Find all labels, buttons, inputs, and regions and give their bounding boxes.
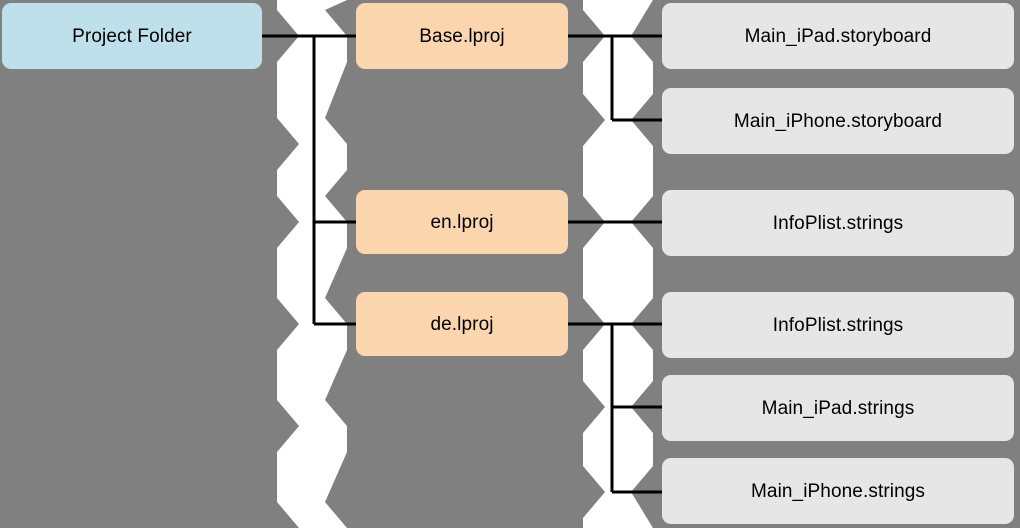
node-label: InfoPlist.strings [772,314,904,336]
node-label: InfoPlist.strings [772,212,904,234]
node-base-lproj[interactable]: Base.lproj [356,3,568,69]
node-main-ipad-storyboard[interactable]: Main_iPad.storyboard [662,3,1014,69]
node-label: Project Folder [72,25,192,47]
node-label: Main_iPhone.strings [750,480,926,502]
node-label: Main_iPhone.storyboard [733,110,943,132]
gap-channel-left [277,0,347,528]
node-infoplist-strings-de[interactable]: InfoPlist.strings [662,292,1014,358]
node-infoplist-strings-en[interactable]: InfoPlist.strings [662,190,1014,256]
node-label: Base.lproj [419,25,505,47]
node-label: Main_iPad.strings [761,397,915,419]
node-project-folder[interactable]: Project Folder [2,3,262,69]
node-main-iphone-strings[interactable]: Main_iPhone.strings [662,458,1014,524]
gap-channel-right [583,0,653,528]
node-main-iphone-storyboard[interactable]: Main_iPhone.storyboard [662,88,1014,154]
node-main-ipad-strings[interactable]: Main_iPad.strings [662,375,1014,441]
node-label: Main_iPad.storyboard [744,25,932,47]
node-label: en.lproj [430,211,494,233]
node-label: de.lproj [430,313,494,335]
node-de-lproj[interactable]: de.lproj [356,292,568,356]
node-en-lproj[interactable]: en.lproj [356,190,568,254]
